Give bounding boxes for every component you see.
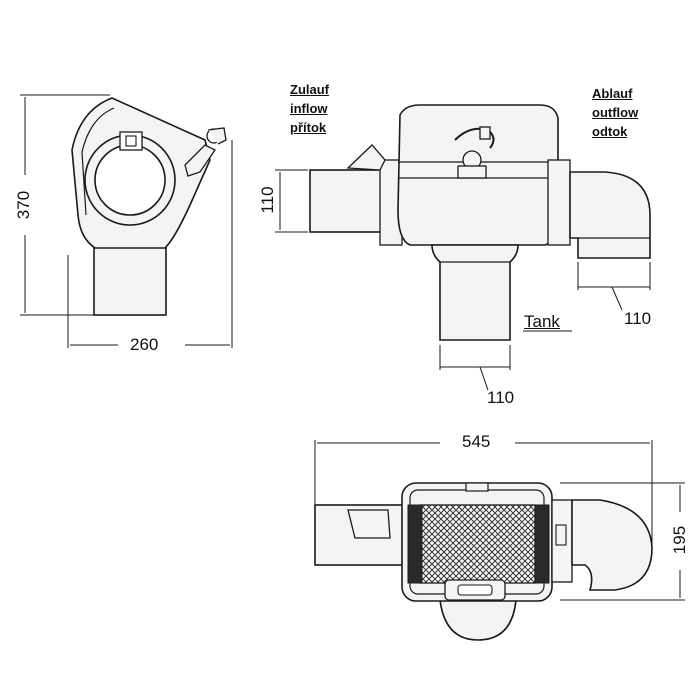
dimension-outlet-diameter: 110 <box>624 309 652 328</box>
side-view-latch <box>184 144 216 177</box>
top-view-filter-mesh <box>419 504 536 584</box>
inflow-label-de: Zulauf <box>290 82 329 97</box>
dimension-top-width: 195 <box>670 525 689 555</box>
inflow-label-en: inflow <box>290 101 328 116</box>
dimension-total-length: 545 <box>462 432 491 451</box>
outflow-label-cz: odtok <box>592 124 628 139</box>
top-view-tank-connection <box>439 599 517 641</box>
outflow-label: Ablauf outflow odtok <box>592 84 638 141</box>
side-view-outlet-pipe <box>93 244 167 316</box>
front-view-outlet-elbow <box>569 171 651 259</box>
side-view-dimension-lines <box>20 94 233 348</box>
front-view-inlet-pipe <box>309 169 391 233</box>
outflow-label-en: outflow <box>592 105 639 120</box>
dimension-side-width: 260 <box>130 335 159 354</box>
tank-label: Tank <box>524 312 560 331</box>
top-view-outlet-elbow <box>571 499 653 591</box>
dimension-side-height: 370 <box>14 190 33 220</box>
inflow-label: Zulauf inflow přítok <box>290 80 329 137</box>
inflow-label-cz: přítok <box>290 120 327 135</box>
outflow-label-de: Ablauf <box>592 86 633 101</box>
top-view-dimension-lines <box>314 440 685 601</box>
top-view <box>314 482 653 641</box>
side-view-inlet-opening <box>94 144 166 216</box>
front-view-tank-connection <box>431 244 519 341</box>
front-view-dimension-lines <box>275 169 651 391</box>
dimension-inlet-diameter: 110 <box>258 186 277 214</box>
dimension-tank-pipe-diameter: 110 <box>487 388 515 407</box>
side-view <box>71 97 227 316</box>
front-view <box>309 104 651 341</box>
